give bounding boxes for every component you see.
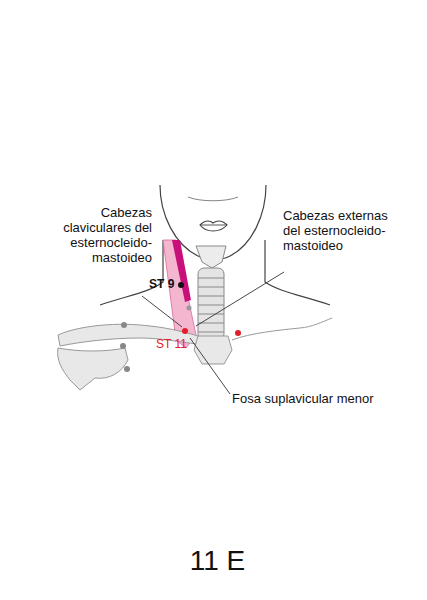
lips: [200, 221, 227, 231]
trachea: [198, 268, 224, 340]
acupoint-st11: [182, 328, 188, 334]
point-label: ST 9: [149, 277, 174, 291]
grey-point: [124, 366, 130, 372]
point-label: ST 11: [156, 337, 187, 351]
leader-line: [196, 272, 284, 326]
trachea-rings: [198, 278, 224, 332]
figure-number: 11 E: [4, 544, 427, 577]
muscle-label: Cabezas externas del esternocleido- mast…: [283, 208, 401, 253]
grey-point: [187, 306, 192, 311]
sternocleidomastoid-front-band: [172, 240, 191, 302]
right-clavicle: [232, 318, 332, 340]
thyroid-cartilage: [196, 246, 226, 268]
leader-line: [190, 338, 230, 394]
acupoint-st11-right: [235, 330, 241, 336]
region-label: Fosa suplavicular menor: [232, 391, 374, 406]
nose-base: [188, 197, 238, 201]
lip-line: [200, 225, 227, 226]
acupoint-st9: [178, 282, 184, 288]
sternum: [194, 336, 232, 364]
left-scapula: [58, 348, 128, 390]
leader-line: [142, 296, 182, 327]
grey-point: [120, 343, 126, 349]
grey-point: [121, 322, 127, 328]
muscle-label: Cabezas claviculares del esternocleido- …: [46, 205, 152, 265]
